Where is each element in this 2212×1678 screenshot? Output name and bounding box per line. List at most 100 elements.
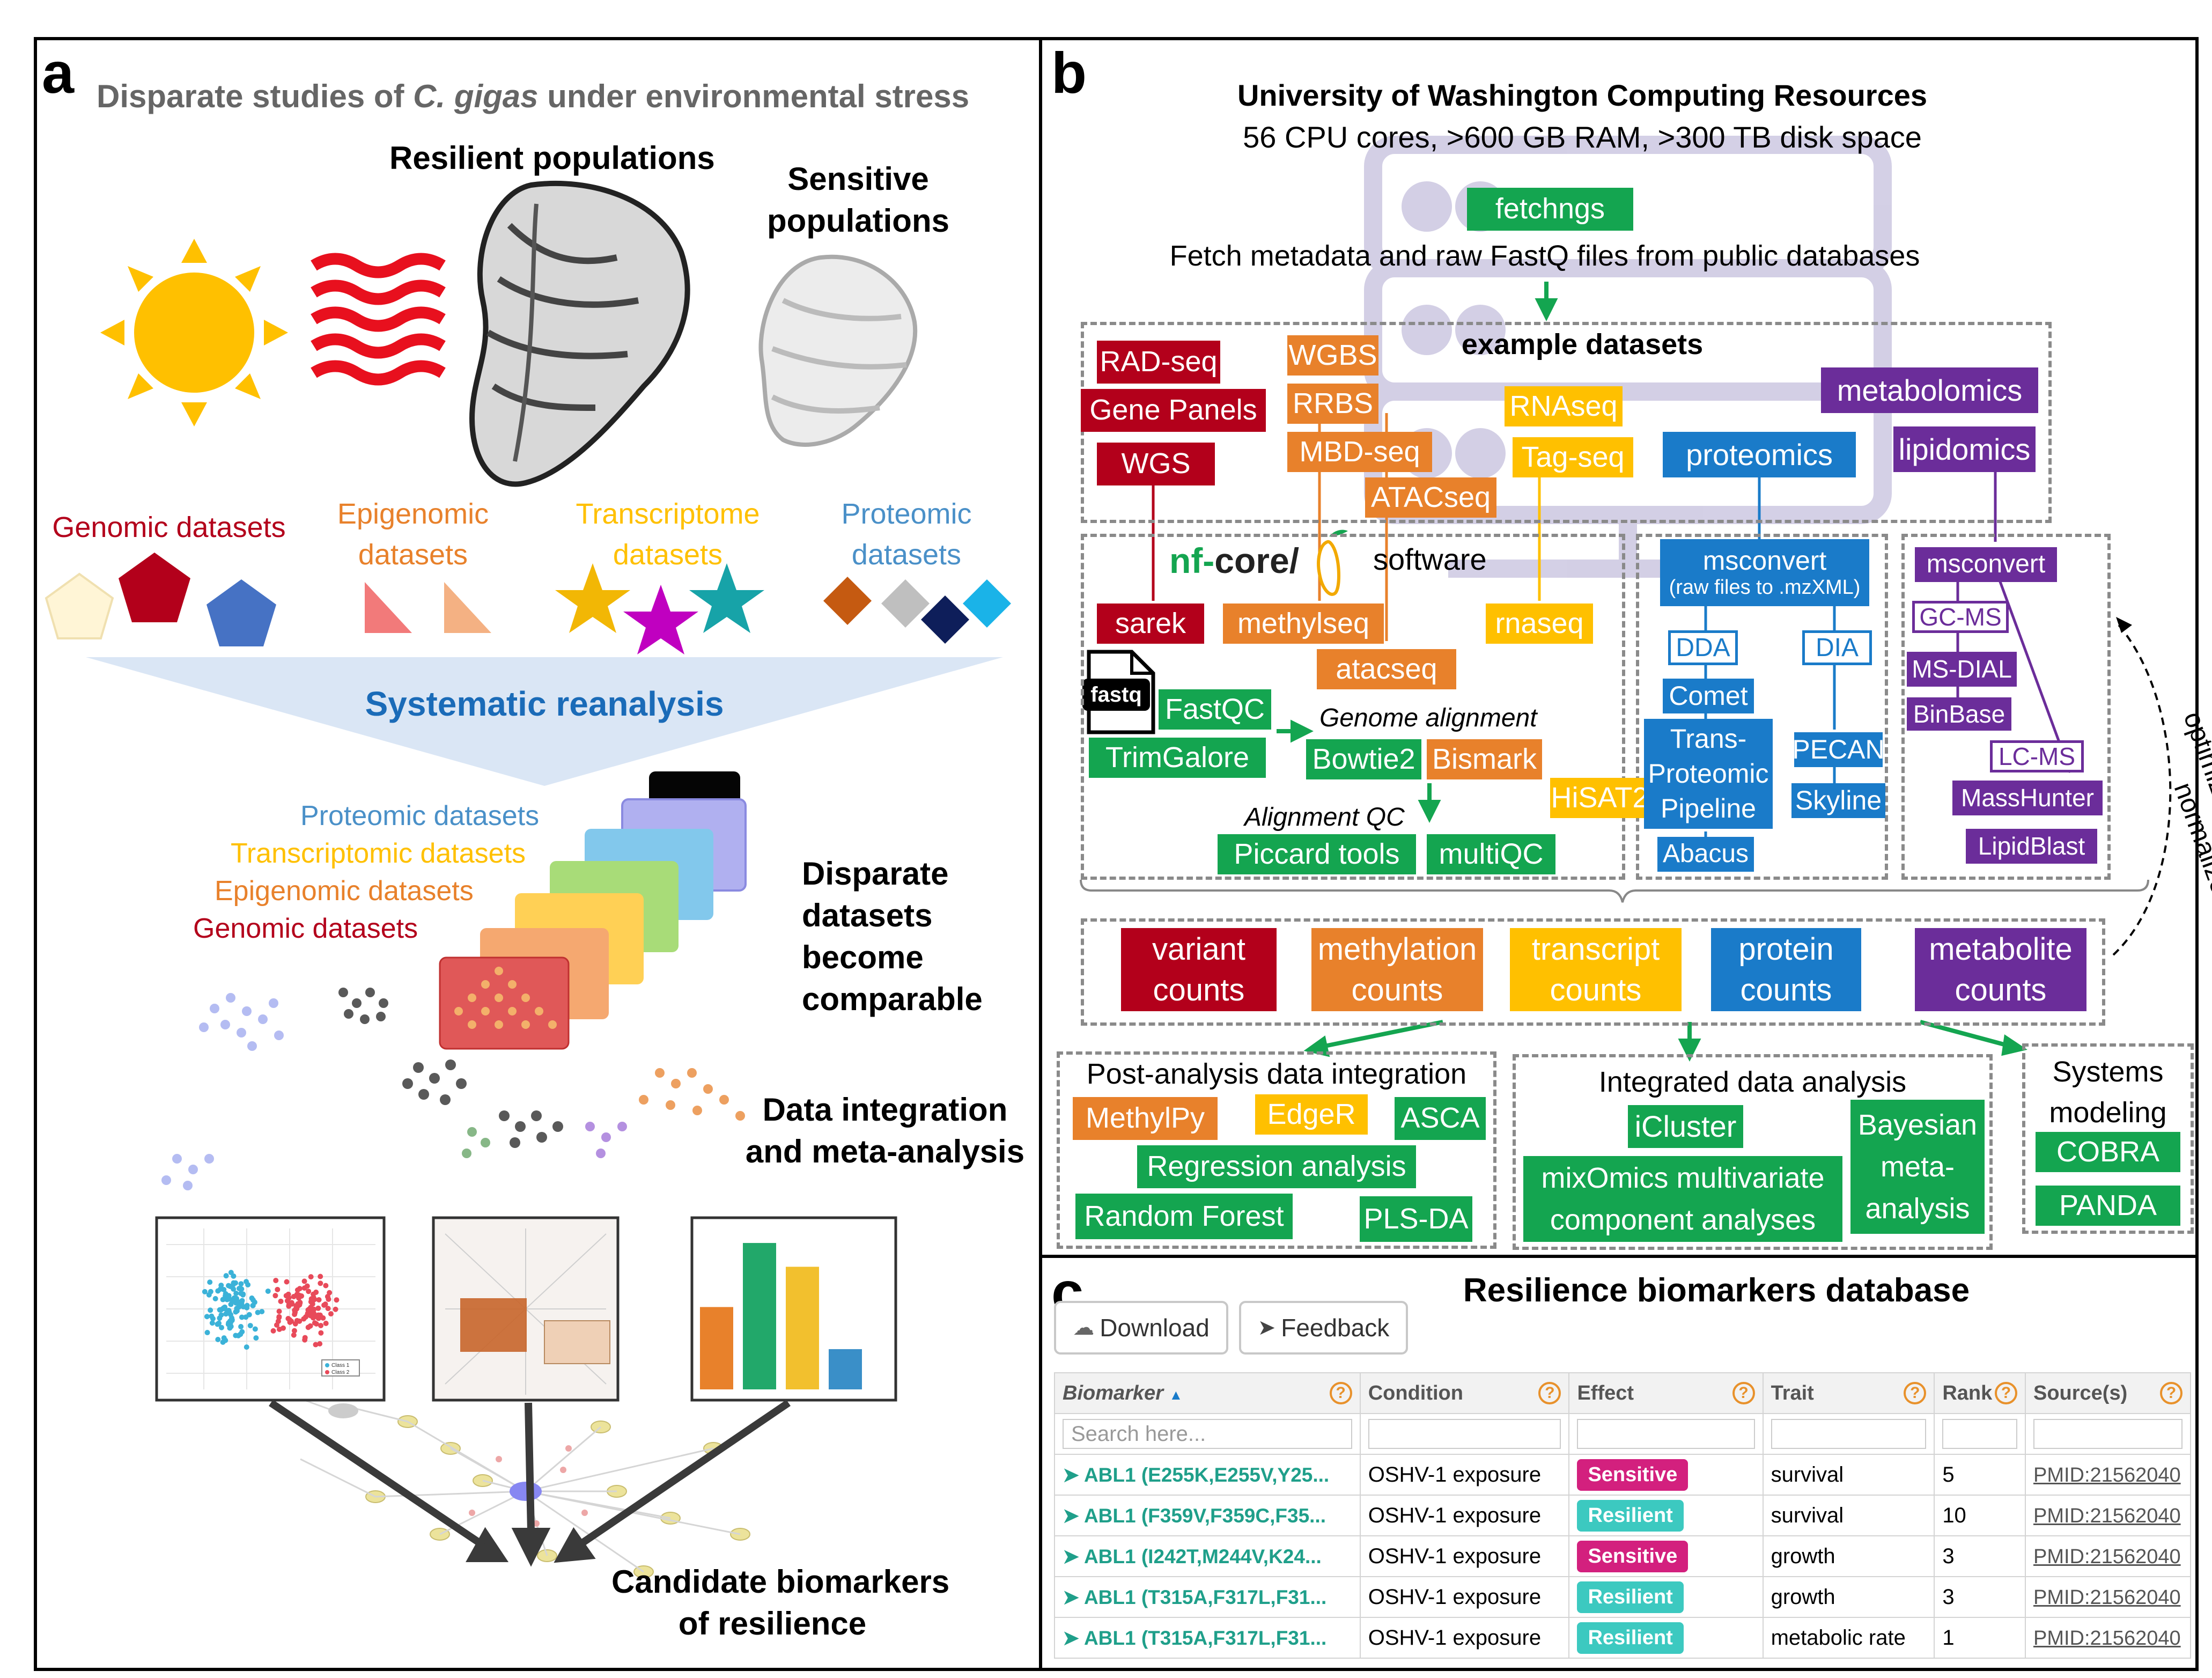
cell-effect: Resilient <box>1568 1495 1764 1536</box>
col-source[interactable]: Source(s)? <box>2024 1372 2192 1414</box>
help-icon[interactable]: ? <box>1329 1381 1352 1404</box>
trait-filter-input[interactable] <box>1771 1419 1927 1449</box>
fetch-description: Fetch metadata and raw FastQ files from … <box>1169 240 1920 272</box>
help-icon[interactable]: ? <box>1732 1381 1755 1404</box>
cell-biomarker[interactable]: ➤ ABL1 (E255K,E255V,Y25... <box>1054 1454 1361 1496</box>
scatter-point-class2 <box>274 1322 279 1328</box>
heatmap-inset <box>432 1216 620 1402</box>
source-filter-input[interactable] <box>2033 1419 2182 1449</box>
scatter-point-class2 <box>297 1300 303 1306</box>
scatter-point-class1 <box>228 1318 234 1324</box>
systematic-reanalysis-banner: Systematic reanalysis <box>365 685 724 723</box>
bismark-box: Bismark <box>1427 739 1542 779</box>
scatter-point-class2 <box>310 1315 316 1321</box>
cell-trait: survival <box>1762 1495 1935 1536</box>
col-condition[interactable]: Condition? <box>1359 1372 1570 1414</box>
cell-biomarker[interactable]: ➤ ABL1 (T315A,F317L,F31... <box>1054 1617 1361 1659</box>
biomarker-search-input[interactable]: Search here... <box>1063 1419 1352 1449</box>
genome-alignment-label: Genome alignment <box>1319 704 1537 732</box>
source-link[interactable]: PMID:21562040 <box>2033 1463 2181 1486</box>
col-trait[interactable]: Trait? <box>1762 1372 1935 1414</box>
comparable-l1: Disparate <box>802 856 949 892</box>
cell-biomarker[interactable]: ➤ ABL1 (T315A,F317L,F31... <box>1054 1576 1361 1618</box>
scatter-point-class2 <box>328 1311 334 1317</box>
scatter-point-class1 <box>259 1309 265 1315</box>
icluster-box: iCluster <box>1628 1105 1743 1148</box>
uw-specs: 56 CPU cores, >600 GB RAM, >300 TB disk … <box>1243 120 1922 154</box>
scatter-point-class2 <box>294 1318 300 1323</box>
rank-filter-input[interactable] <box>1942 1419 2017 1449</box>
biomarker-link[interactable]: ➤ ABL1 (T315A,F317L,F31... <box>1063 1627 1326 1649</box>
scatter-point-class1 <box>231 1273 237 1279</box>
figure-frame <box>34 37 2199 1671</box>
col-biomarker-label: Biomarker <box>1063 1381 1163 1404</box>
metabolite-l2: counts <box>1955 972 2047 1007</box>
biomarker-text: ABL1 (T315A,F317L,F31... <box>1083 1586 1327 1608</box>
col-effect[interactable]: Effect? <box>1568 1372 1764 1414</box>
msconvert-prot-sub: (raw files to .mzXML) <box>1669 576 1861 599</box>
scatter-point-class1 <box>265 1288 271 1294</box>
fastqc-box: FastQC <box>1159 689 1271 730</box>
uw-title: University of Washington Computing Resou… <box>1237 78 1928 112</box>
cell-biomarker[interactable]: ➤ ABL1 (I242T,M244V,K24... <box>1054 1535 1361 1577</box>
network-background <box>161 988 750 1578</box>
col-rank-label: Rank <box>1942 1381 1993 1404</box>
table-row[interactable]: ➤ ABL1 (F359V,F359C,F35...OSHV-1 exposur… <box>1054 1495 2192 1536</box>
scatter-point-class2 <box>315 1314 321 1320</box>
post-analysis-title: Post-analysis data integration <box>1086 1058 1467 1090</box>
scatter-point-class2 <box>299 1293 305 1299</box>
source-link[interactable]: PMID:21562040 <box>2033 1545 2181 1568</box>
effect-filter-input[interactable] <box>1577 1419 1755 1449</box>
atacseq-pipeline-box: atacseq <box>1317 649 1456 689</box>
download-button[interactable]: ☁Download <box>1054 1301 1228 1355</box>
transcriptome-l1: Transcriptome <box>576 498 760 530</box>
table-row[interactable]: ➤ ABL1 (I242T,M244V,K24...OSHV-1 exposur… <box>1054 1535 2192 1577</box>
scatter-point-class1 <box>226 1296 232 1302</box>
biomarker-link[interactable]: ➤ ABL1 (F359V,F359C,F35... <box>1063 1505 1326 1527</box>
source-link[interactable]: PMID:21562040 <box>2033 1504 2181 1527</box>
help-icon[interactable]: ? <box>1994 1381 2017 1404</box>
cell-effect: Resilient <box>1568 1576 1764 1618</box>
scatter-point-class1 <box>237 1299 243 1305</box>
source-link[interactable]: PMID:21562040 <box>2033 1627 2181 1650</box>
cell-source[interactable]: PMID:21562040 <box>2024 1495 2192 1536</box>
feedback-button[interactable]: ➤Feedback <box>1239 1301 1408 1355</box>
bowtie2-box: Bowtie2 <box>1306 739 1421 779</box>
msdial-box: MS-DIAL <box>1907 652 2017 687</box>
biomarker-link[interactable]: ➤ ABL1 (I242T,M244V,K24... <box>1063 1545 1322 1567</box>
cell-source[interactable]: PMID:21562040 <box>2024 1535 2192 1577</box>
scatter-point-class2 <box>284 1298 290 1304</box>
scatter-point-class2 <box>302 1337 308 1343</box>
col-biomarker[interactable]: Biomarker ▲? <box>1054 1372 1361 1414</box>
variant-l1: variant <box>1152 932 1246 967</box>
table-row[interactable]: ➤ ABL1 (T315A,F317L,F31...OSHV-1 exposur… <box>1054 1576 2192 1618</box>
cell-source[interactable]: PMID:21562040 <box>2024 1617 2192 1659</box>
help-icon[interactable]: ? <box>2160 1381 2182 1404</box>
condition-filter-input[interactable] <box>1368 1419 1561 1449</box>
biomarker-link[interactable]: ➤ ABL1 (E255K,E255V,Y25... <box>1063 1464 1329 1486</box>
sort-asc-icon: ▲ <box>1169 1386 1183 1403</box>
transcript-l1: transcript <box>1531 932 1660 967</box>
table-row[interactable]: ➤ ABL1 (T315A,F317L,F31...OSHV-1 exposur… <box>1054 1617 2192 1659</box>
lcms-box: LC-MS <box>1990 740 2084 772</box>
scatter-point-class2 <box>312 1320 318 1326</box>
cell-source[interactable]: PMID:21562040 <box>2024 1454 2192 1496</box>
wgs-box: WGS <box>1097 443 1215 485</box>
col-rank[interactable]: Rank? <box>1934 1372 2026 1414</box>
source-link[interactable]: PMID:21562040 <box>2033 1586 2181 1609</box>
scatter-point-class2 <box>317 1341 323 1346</box>
biomarker-link[interactable]: ➤ ABL1 (T315A,F317L,F31... <box>1063 1586 1326 1608</box>
scatter-point-class2 <box>325 1306 331 1312</box>
skyline-box: Skyline <box>1791 783 1885 818</box>
cell-source[interactable]: PMID:21562040 <box>2024 1576 2192 1618</box>
help-icon[interactable]: ? <box>1904 1381 1927 1404</box>
cell-biomarker[interactable]: ➤ ABL1 (F359V,F359C,F35... <box>1054 1495 1361 1536</box>
scatter-point-class1 <box>218 1312 224 1318</box>
transcriptome-shapes-icon <box>555 563 764 654</box>
scatter-point-class1 <box>212 1296 218 1301</box>
scatter-point-class2 <box>306 1289 312 1294</box>
table-row[interactable]: ➤ ABL1 (E255K,E255V,Y25...OSHV-1 exposur… <box>1054 1454 2192 1496</box>
help-icon[interactable]: ? <box>1538 1381 1561 1404</box>
